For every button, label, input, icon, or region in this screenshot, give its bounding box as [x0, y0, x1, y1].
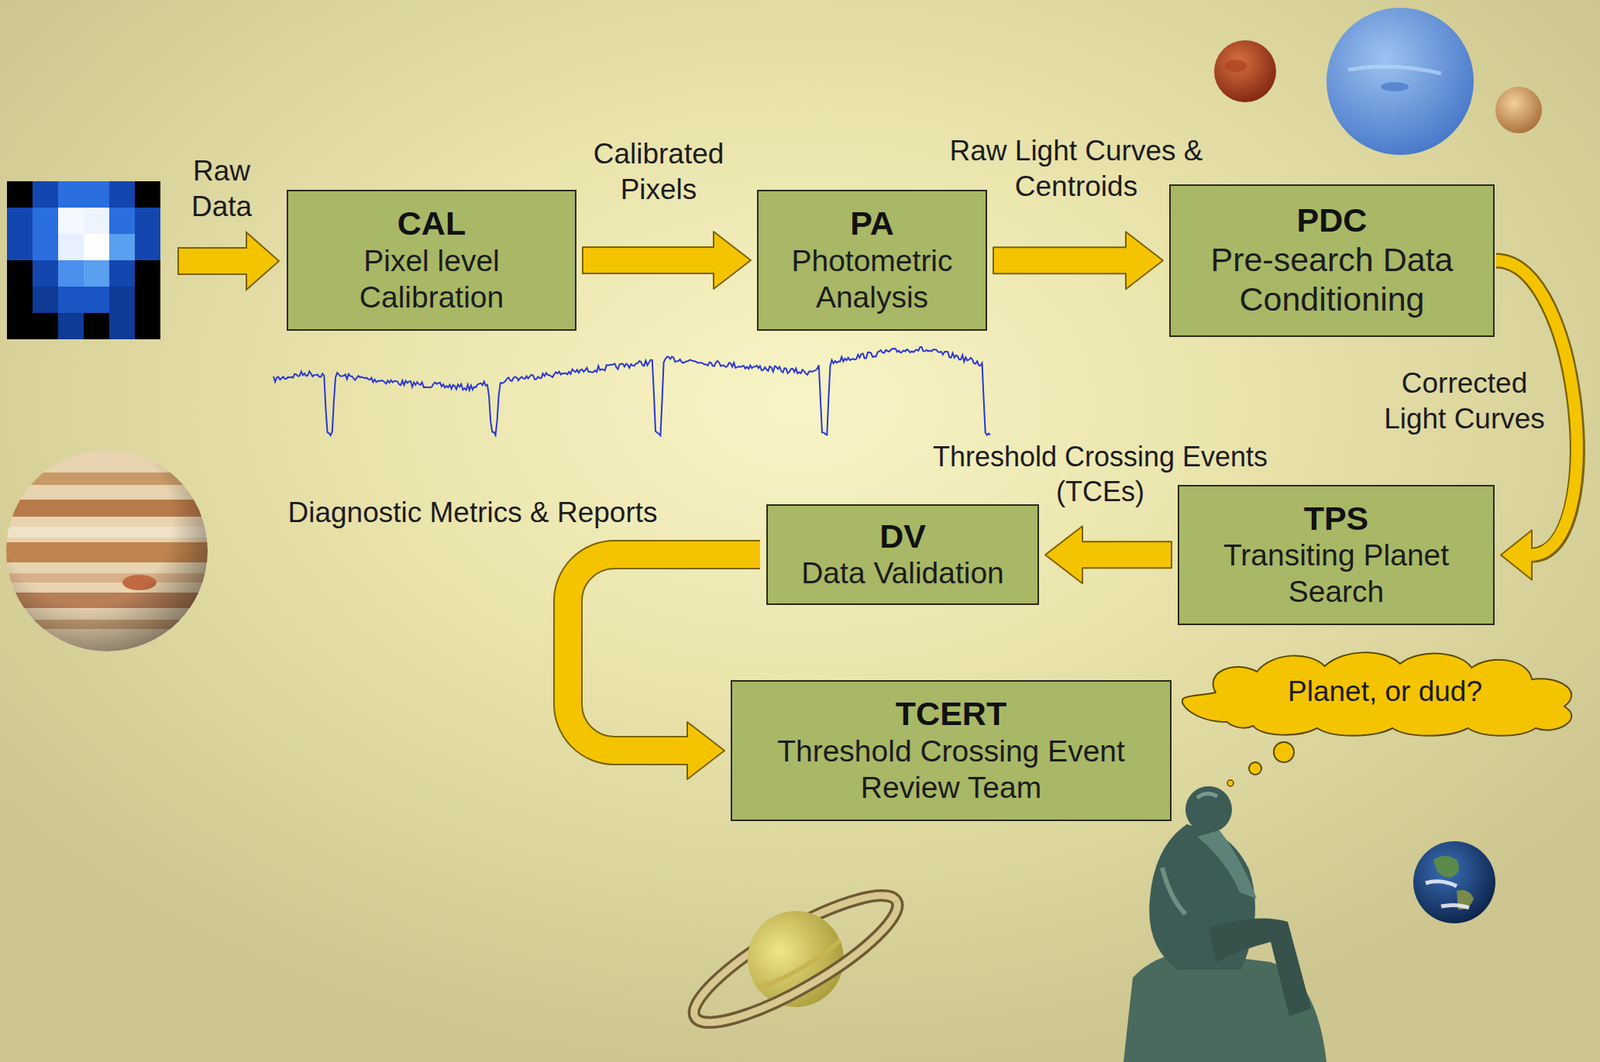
light-curve — [273, 347, 991, 437]
box-title: DV — [879, 517, 926, 556]
pixel-image — [6, 181, 161, 340]
thought-cloud: Planet, or dud? — [1181, 644, 1589, 740]
box-title: PA — [849, 204, 895, 243]
process-box: PAPhotometric Analysis — [756, 189, 988, 331]
light-curve-line — [273, 347, 991, 437]
box-title: TCERT — [895, 695, 1007, 733]
flow-arrow — [993, 231, 1164, 290]
earth — [1413, 841, 1496, 924]
box-text: Threshold Crossing Event Review Team — [743, 733, 1160, 807]
block-arrow — [582, 231, 751, 290]
edge-label: Raw Light Curves & Centroids — [929, 133, 1224, 206]
process-box: PDCPre-search Data Conditioning — [1169, 184, 1495, 338]
jupiter — [0, 445, 217, 663]
edge-label: Diagnostic Metrics & Reports — [287, 495, 658, 531]
edge-label: Corrected Light Curves — [1367, 365, 1562, 438]
process-box: DVData Validation — [766, 504, 1040, 606]
flow-arrow — [1045, 526, 1172, 584]
edge-label: Calibrated Pixels — [577, 136, 740, 209]
block-arrow — [993, 231, 1164, 290]
block-arrow — [1045, 526, 1172, 584]
neptune — [1326, 7, 1474, 155]
box-text: Transiting Planet Search — [1190, 537, 1483, 611]
box-text: Pre-search Data Conditioning — [1181, 240, 1483, 320]
mars — [1214, 40, 1277, 103]
thought-text: Planet, or dud? — [1287, 674, 1483, 709]
arrow-head — [1500, 530, 1532, 581]
saturn — [670, 859, 921, 1059]
venus — [1495, 86, 1542, 134]
process-box: TPSTransiting Planet Search — [1177, 485, 1495, 626]
process-box: CALPixel level Calibration — [286, 189, 577, 331]
flow-arrow — [582, 231, 751, 290]
flow-label: Raw Data — [175, 153, 269, 226]
box-text: Pixel level Calibration — [299, 243, 565, 317]
cloud-outline — [1182, 652, 1572, 736]
process-box: TCERTThreshold Crossing Event Review Tea… — [730, 680, 1172, 822]
box-title: CAL — [397, 204, 466, 243]
box-text: Data Validation — [801, 555, 1005, 592]
thinker-statue — [1123, 786, 1327, 1062]
box-title: PDC — [1297, 201, 1368, 240]
arrow-head — [687, 722, 725, 780]
edge-label: Threshold Crossing Events (TCEs) — [891, 439, 1310, 510]
box-title: TPS — [1304, 499, 1370, 538]
box-text: Photometric Analysis — [769, 243, 975, 317]
thought-bubbles — [1227, 742, 1294, 787]
raw-data-arrow — [178, 232, 279, 290]
